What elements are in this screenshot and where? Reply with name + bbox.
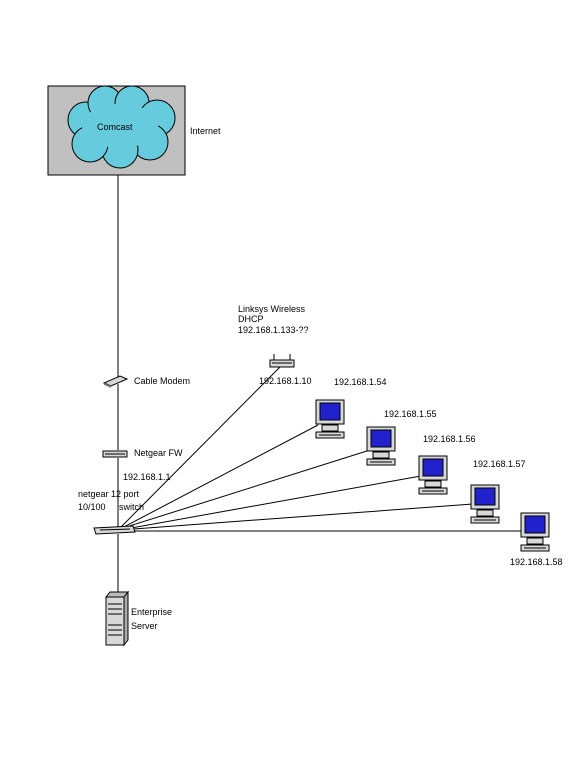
- workstation-icon-57: [470, 484, 500, 524]
- firewall-icon: [102, 450, 128, 458]
- workstation-icon-58: [520, 512, 550, 552]
- server-label-line1: Enterprise: [131, 607, 172, 617]
- link-switch-ws57: [119, 503, 474, 531]
- internet-group: Comcast Internet: [47, 85, 221, 176]
- workstation-icon-55: [366, 426, 396, 466]
- workstation-ip-58: 192.168.1.58: [510, 557, 563, 567]
- workstation-icon-54: [315, 399, 345, 439]
- wireless-label-line2: DHCP: [238, 314, 264, 324]
- server-label-line2: Server: [131, 621, 158, 631]
- internet-label: Internet: [190, 126, 221, 136]
- switch-icon: [93, 525, 136, 535]
- link-switch-ws55: [119, 449, 371, 530]
- workstation-ip-54: 192.168.1.54: [334, 377, 387, 387]
- wireless-ip-label: 192.168.1.10: [259, 376, 312, 386]
- comcast-label: Comcast: [97, 122, 133, 132]
- wireless-label-line1: Linksys Wireless: [238, 304, 306, 314]
- firewall-label: Netgear FW: [134, 448, 183, 458]
- workstation-ip-57: 192.168.1.57: [473, 459, 526, 469]
- wireless-label-line3: 192.168.1.133-??: [238, 325, 309, 335]
- switch-label-line2: 10/100: [78, 502, 106, 512]
- switch-label-line3: switch: [119, 502, 144, 512]
- link-switch-ws56: [119, 475, 422, 531]
- workstation-icon-56: [418, 455, 448, 495]
- switch-ip-label: 192.168.1.1: [123, 472, 171, 482]
- server-icon: [104, 590, 130, 647]
- switch-label-line1: netgear 12 port: [78, 489, 140, 499]
- cable-modem-label: Cable Modem: [134, 376, 190, 386]
- link-switch-ws54: [119, 424, 319, 530]
- link-switch-wireless: [119, 366, 281, 529]
- cable-modem-icon: [102, 375, 129, 388]
- workstation-ip-56: 192.168.1.56: [423, 434, 476, 444]
- wireless-router-icon: [269, 354, 295, 368]
- workstation-ip-55: 192.168.1.55: [384, 409, 437, 419]
